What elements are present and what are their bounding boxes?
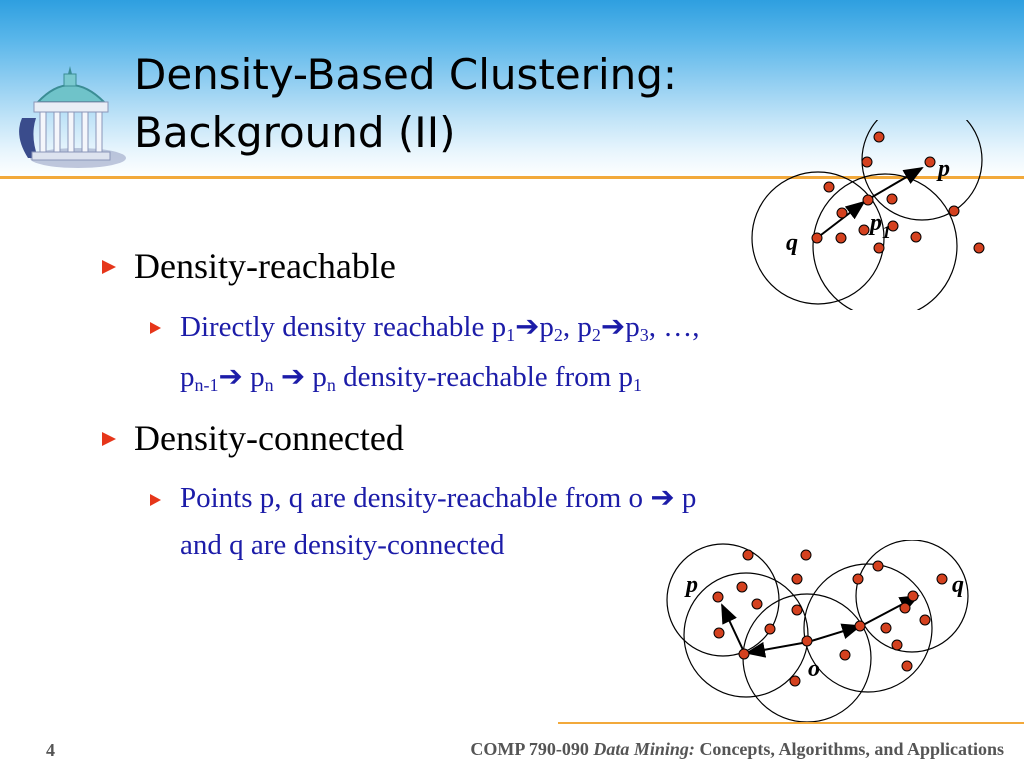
reachability-arrow: [745, 641, 809, 658]
reachability-arrow: [816, 200, 866, 239]
slide-title: Density-Based Clustering: Background (II…: [134, 46, 677, 162]
neighborhood-circle: [812, 173, 958, 310]
data-points: [712, 549, 948, 687]
bullet-density-connected: Density-connected: [134, 418, 404, 458]
reachability-arrow: [807, 623, 862, 643]
title-line-1: Density-Based Clustering:: [134, 50, 678, 99]
label-q: q: [952, 572, 964, 598]
page-number: 4: [46, 740, 55, 760]
sub-bullet-directly-reachable-line-1: Directly density reachable p1➔p2, p2➔p3,…: [180, 309, 700, 345]
neighborhood-circle: [683, 572, 809, 698]
label-p: p: [936, 156, 950, 182]
reachability-arrow: [866, 166, 924, 201]
triangle-bullet-icon: [102, 260, 116, 274]
right-arrow-icon: ➔: [218, 359, 243, 393]
footer-course-title: COMP 790-090 Data Mining: Concepts, Algo…: [470, 739, 1004, 759]
density-connected-figure: p q o: [666, 540, 969, 723]
right-arrow-icon: ➔: [600, 309, 626, 343]
label-o: o: [808, 656, 820, 682]
density-reachable-figure: p p1 q: [751, 120, 985, 310]
label-q: q: [786, 230, 798, 256]
footer-divider: [558, 722, 1024, 724]
sub-bullet-points-line-2: and q are density-connected: [180, 529, 505, 561]
reachability-arrow: [862, 595, 920, 626]
sub-bullet-directly-reachable-line-2: pn-1➔ pn ➔ pn density-reachable from p1: [180, 359, 642, 395]
neighborhood-circle: [742, 593, 872, 723]
reachability-arrow: [721, 603, 745, 653]
label-p: p: [684, 572, 698, 598]
old-well-icon: [19, 66, 126, 168]
right-arrow-icon: ➔: [280, 359, 306, 393]
right-arrow-icon: ➔: [515, 309, 540, 343]
neighborhood-circle: [751, 171, 885, 305]
right-arrow-icon: ➔: [650, 480, 675, 514]
data-points: [811, 131, 985, 254]
neighborhood-circle: [803, 563, 933, 693]
triangle-bullet-icon: [150, 322, 161, 334]
header-divider: [0, 176, 1024, 179]
triangle-bullet-icon: [102, 432, 116, 446]
triangle-bullet-icon: [150, 494, 161, 506]
label-p1: p1: [868, 210, 891, 242]
header-background: [0, 0, 1024, 178]
title-line-2: Background (II): [134, 108, 456, 157]
sub-bullet-points-line-1: Points p, q are density-reachable from o…: [180, 480, 697, 514]
neighborhood-circle: [855, 540, 969, 653]
bullet-density-reachable: Density-reachable: [134, 246, 396, 286]
